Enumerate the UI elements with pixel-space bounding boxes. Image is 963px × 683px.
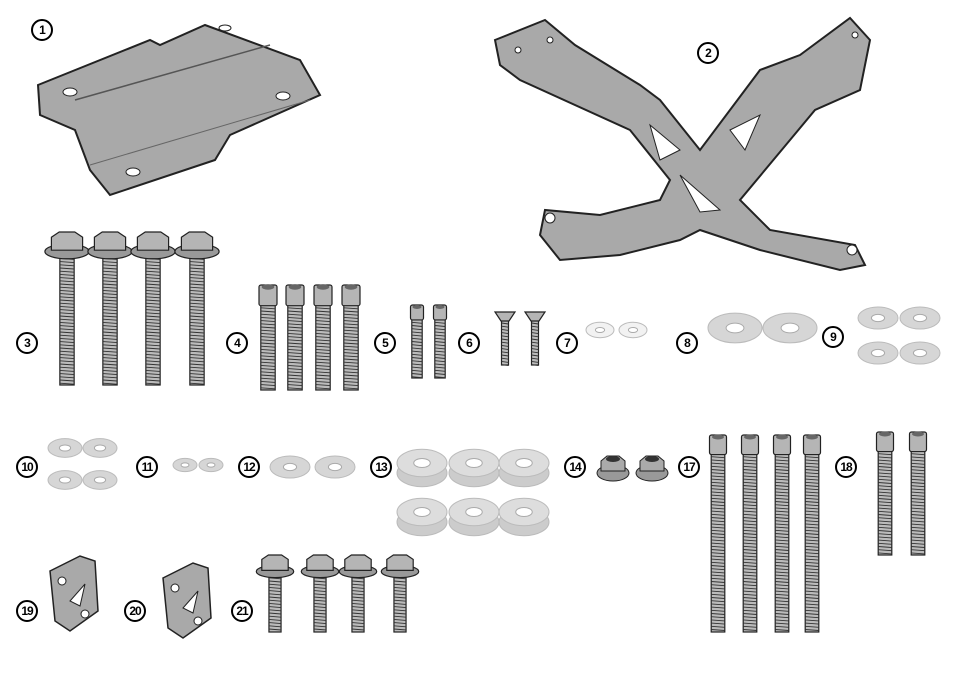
callout-3: 3 bbox=[16, 332, 38, 354]
part-5-bolt bbox=[432, 304, 448, 379]
part-10-washer bbox=[47, 470, 83, 490]
part-4-bolt bbox=[258, 284, 278, 391]
part-14-nut bbox=[635, 455, 669, 482]
part-13-spacer bbox=[396, 497, 448, 537]
part-3-bolt bbox=[87, 231, 133, 386]
part-13-spacer bbox=[448, 497, 500, 537]
part-4-bolt bbox=[313, 284, 333, 391]
part-9-washer bbox=[899, 306, 941, 330]
callout-17: 17 bbox=[678, 456, 700, 478]
callout-5: 5 bbox=[374, 332, 396, 354]
part-7-washer bbox=[585, 321, 615, 339]
callout-11: 11 bbox=[136, 456, 158, 478]
part-11-washer bbox=[172, 457, 198, 473]
part-20-bracket bbox=[162, 562, 212, 639]
part-3-bolt bbox=[174, 231, 220, 386]
part-21-bolt bbox=[338, 554, 378, 633]
part-17-bolt bbox=[772, 434, 792, 633]
part-17-bolt bbox=[740, 434, 760, 633]
part-3-bolt bbox=[44, 231, 90, 386]
callout-6: 6 bbox=[458, 332, 480, 354]
part-4-bolt bbox=[285, 284, 305, 391]
callout-8: 8 bbox=[676, 332, 698, 354]
callout-7: 7 bbox=[556, 332, 578, 354]
part-14-nut bbox=[596, 455, 630, 482]
callout-12: 12 bbox=[238, 456, 260, 478]
part-19-bracket bbox=[49, 555, 99, 632]
callout-2: 2 bbox=[697, 42, 719, 64]
callout-1: 1 bbox=[31, 19, 53, 41]
part-3-bolt bbox=[130, 231, 176, 386]
part-13-spacer bbox=[498, 448, 550, 488]
part-5-bolt bbox=[409, 304, 425, 379]
part-17-bolt bbox=[802, 434, 822, 633]
part-8-washer bbox=[707, 312, 763, 344]
callout-20: 20 bbox=[124, 600, 146, 622]
part-13-spacer bbox=[396, 448, 448, 488]
part-10-washer bbox=[47, 438, 83, 458]
callout-13: 13 bbox=[370, 456, 392, 478]
part-7-washer bbox=[618, 321, 648, 339]
part-21-bolt bbox=[255, 554, 295, 633]
part-6-screw bbox=[493, 311, 517, 367]
callout-14: 14 bbox=[564, 456, 586, 478]
part-4-bolt bbox=[341, 284, 361, 391]
callout-18: 18 bbox=[835, 456, 857, 478]
callout-21: 21 bbox=[231, 600, 253, 622]
part-18-bolt bbox=[875, 431, 895, 556]
part-18-bolt bbox=[908, 431, 928, 556]
part-13-spacer bbox=[448, 448, 500, 488]
part-12-washer bbox=[269, 455, 311, 479]
part-9-washer bbox=[857, 306, 899, 330]
part-21-bolt bbox=[300, 554, 340, 633]
part-17-bolt bbox=[708, 434, 728, 633]
part-11-washer bbox=[198, 457, 224, 473]
part-8-washer bbox=[762, 312, 818, 344]
part-21-bolt bbox=[380, 554, 420, 633]
part-10-washer bbox=[82, 470, 118, 490]
part-9-washer bbox=[899, 341, 941, 365]
part-12-washer bbox=[314, 455, 356, 479]
part-13-spacer bbox=[498, 497, 550, 537]
part-2-x-bracket bbox=[493, 16, 872, 272]
part-9-washer bbox=[857, 341, 899, 365]
callout-4: 4 bbox=[226, 332, 248, 354]
callout-19: 19 bbox=[16, 600, 38, 622]
part-1-plate bbox=[36, 23, 322, 197]
callout-10: 10 bbox=[16, 456, 38, 478]
part-6-screw bbox=[523, 311, 547, 367]
part-10-washer bbox=[82, 438, 118, 458]
callout-9: 9 bbox=[822, 326, 844, 348]
